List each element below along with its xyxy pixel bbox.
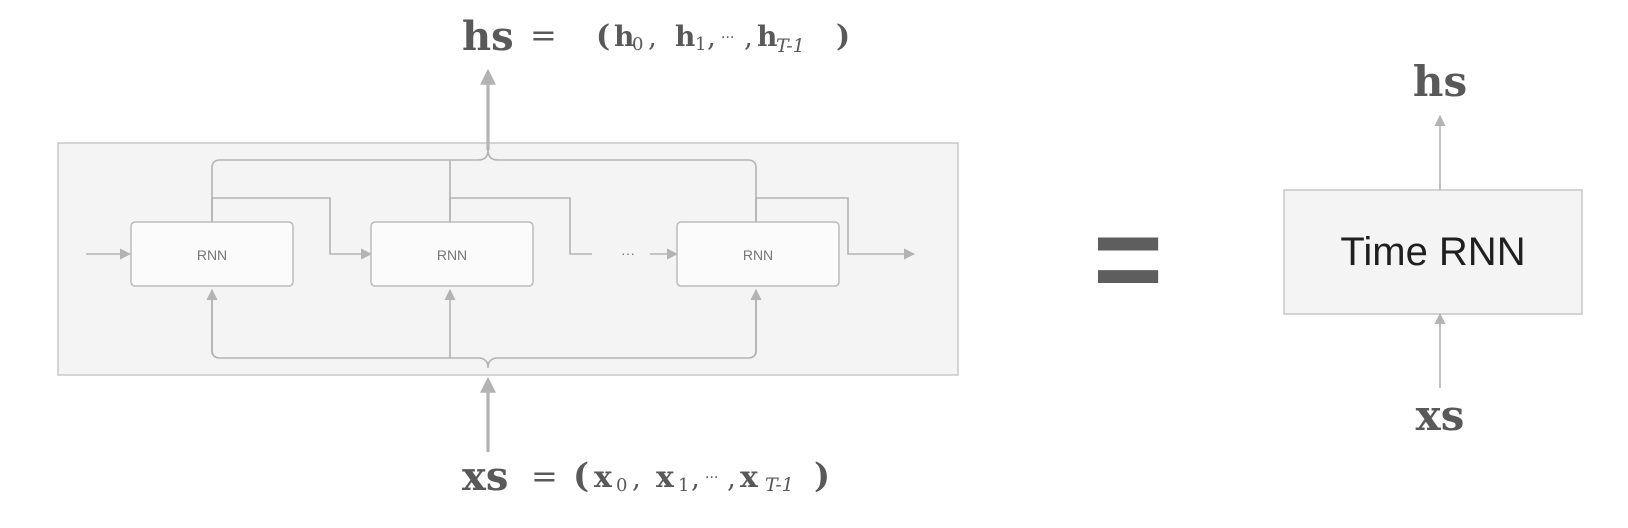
equals-symbol: = [531, 457, 558, 495]
ellipsis-dots: ··· [621, 245, 635, 261]
input-bus [211, 291, 757, 369]
open-paren: ( [573, 456, 589, 496]
subscript: 0 [616, 475, 627, 496]
comma: , [632, 461, 641, 494]
subscript: T-1 [776, 35, 805, 57]
subscript: 0 [632, 34, 643, 55]
close-paren: ) [814, 456, 830, 496]
bottom-formula: xs = ( x 0 , x 1 , ··· , x T-1 ) [462, 453, 830, 500]
comma: , [744, 20, 753, 53]
rnn-block-label: RNN [197, 247, 227, 263]
rnn-block: RNN [370, 221, 534, 287]
comma: , [648, 20, 657, 53]
term-x: x [656, 460, 675, 495]
ellipsis: ··· [721, 30, 734, 46]
ellipsis: ··· [705, 470, 718, 486]
subscript: T-1 [765, 474, 794, 496]
term-h: h [675, 20, 695, 53]
subscript: 1 [695, 34, 706, 55]
time-rnn-output-label: hs [1413, 57, 1467, 106]
comma: , [691, 461, 700, 494]
term-h: h [757, 20, 777, 53]
open-paren: ( [596, 19, 610, 54]
time-rnn-input-label: xs [1416, 391, 1465, 440]
term-x: x [740, 460, 759, 495]
state-line-2 [449, 197, 592, 255]
final-state-arrow [755, 197, 916, 260]
rnn-block-label: RNN [437, 247, 467, 263]
equals-sign: = [1093, 192, 1163, 326]
term-h: h [614, 20, 634, 53]
close-paren: ) [836, 19, 850, 54]
comma: , [727, 461, 736, 494]
rnn-block: RNN [130, 221, 294, 287]
hs-label: hs [462, 13, 514, 60]
term-x: x [594, 460, 613, 495]
xs-label: xs [462, 453, 508, 500]
equals-symbol: = [530, 16, 557, 54]
subscript: 1 [678, 475, 689, 496]
rnn-block-label: RNN [743, 247, 773, 263]
comma: , [707, 20, 716, 53]
rnn-block: RNN [676, 221, 840, 287]
time-rnn-label: Time RNN [1340, 230, 1525, 274]
time-rnn-block: Time RNN [1283, 189, 1583, 315]
state-arrow-1 [211, 197, 373, 260]
output-bus [211, 149, 757, 222]
top-formula: hs = ( h 0 , h 1 , ··· , h T-1 ) [462, 13, 850, 60]
